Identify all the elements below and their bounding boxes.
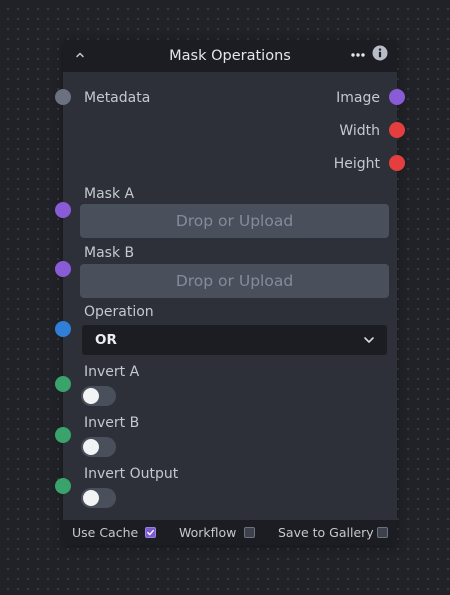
node-footer: Use Cache Workflow Save to Gallery <box>63 520 397 545</box>
invert-output-input-handle[interactable] <box>55 478 71 494</box>
invert-output-toggle[interactable] <box>81 488 116 508</box>
operation-select-value: OR <box>95 332 117 348</box>
toggle-knob <box>83 490 99 506</box>
node-title: Mask Operations <box>169 48 291 64</box>
node-header[interactable]: Mask Operations <box>63 40 397 72</box>
height-output-handle[interactable] <box>389 155 405 171</box>
invert-b-toggle[interactable] <box>81 437 116 457</box>
chevron-down-icon <box>364 337 374 343</box>
workflow-checkbox[interactable] <box>244 527 255 538</box>
height-output-label: Height <box>333 156 380 172</box>
save-to-gallery-label: Save to Gallery <box>278 525 374 540</box>
mask-b-label: Mask B <box>84 245 135 261</box>
use-cache-label: Use Cache <box>72 525 139 540</box>
metadata-input-handle[interactable] <box>55 89 71 105</box>
more-horizontal-icon[interactable] <box>350 49 366 61</box>
width-output-handle[interactable] <box>389 122 405 138</box>
invert-output-label: Invert Output <box>84 466 179 482</box>
invert-a-toggle[interactable] <box>81 386 116 406</box>
use-cache-checkbox[interactable] <box>145 527 156 538</box>
invert-b-input-handle[interactable] <box>55 427 71 443</box>
image-output-label: Image <box>336 90 380 106</box>
invert-b-label: Invert B <box>84 415 140 431</box>
mask-a-input-handle[interactable] <box>55 202 71 218</box>
image-output-handle[interactable] <box>389 89 405 105</box>
operation-input-handle[interactable] <box>55 321 71 337</box>
mask-b-input-handle[interactable] <box>55 261 71 277</box>
invert-a-label: Invert A <box>84 364 140 380</box>
info-icon[interactable] <box>372 45 388 61</box>
workflow-label: Workflow <box>179 525 237 540</box>
operation-select[interactable]: OR <box>82 325 387 355</box>
metadata-label: Metadata <box>84 90 151 106</box>
mask-a-label: Mask A <box>84 186 135 202</box>
save-to-gallery-checkbox[interactable] <box>377 527 388 538</box>
operation-label: Operation <box>84 304 154 320</box>
invert-a-input-handle[interactable] <box>55 376 71 392</box>
mask-b-dropzone[interactable]: Drop or Upload <box>80 264 389 298</box>
width-output-label: Width <box>339 123 380 139</box>
chevron-up-icon[interactable] <box>74 49 86 61</box>
mask-a-dropzone[interactable]: Drop or Upload <box>80 204 389 238</box>
toggle-knob <box>83 439 99 455</box>
mask-operations-node[interactable]: Mask Operations Metadata Image Width Hei… <box>55 40 405 545</box>
toggle-knob <box>83 388 99 404</box>
check-icon <box>147 529 155 536</box>
